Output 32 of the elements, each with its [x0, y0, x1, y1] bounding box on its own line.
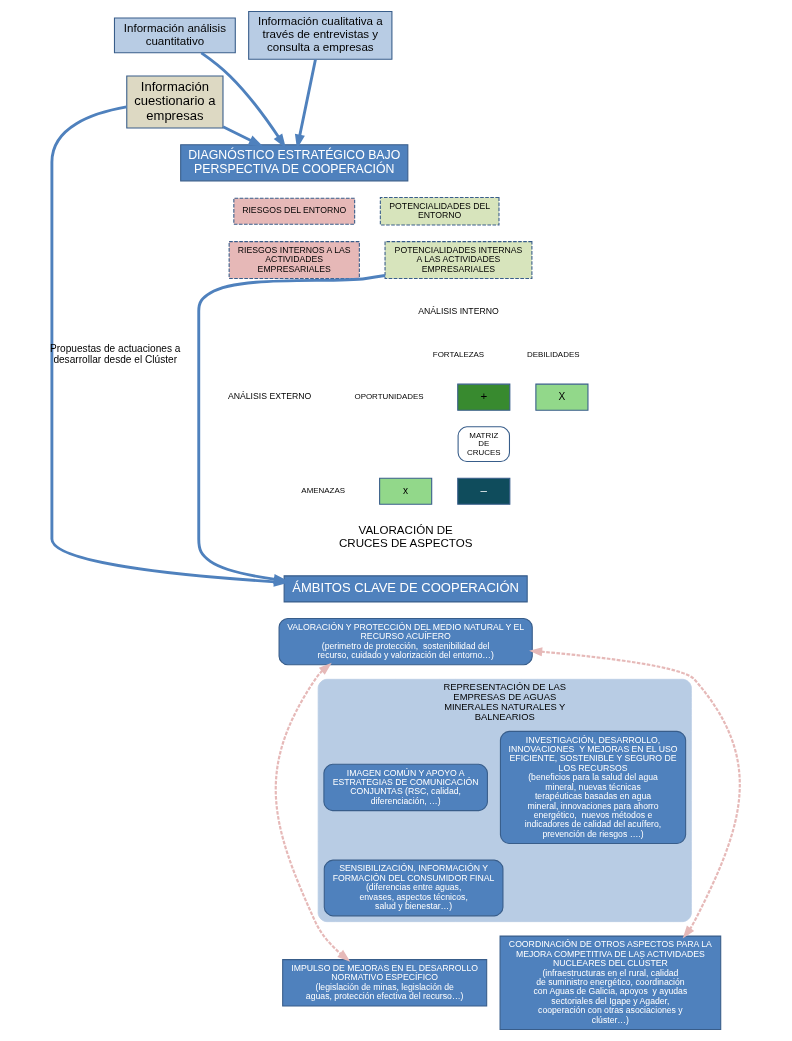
- node-box: MATRIZ DE CRUCES: [457, 426, 510, 463]
- arrow: [200, 51, 286, 149]
- label: DEBILIDADES: [526, 349, 580, 359]
- node-box: RIESGOS DEL ENTORNO: [233, 197, 356, 225]
- node-box: Información cualitativa a través de entrevistas y consulta a empresas: [248, 11, 393, 60]
- node-box: IMPULSO DE MEJORAS EN EL DESARROLLO NORMATIVO ESPECÍFICO (legislación de minas, legislación de aguas, protección efectiva del recurso…): [282, 959, 488, 1007]
- node-box: SENSIBILIZACIÓN, INFORMACIÓN Y FORMACIÓN DEL CONSUMIDOR FINAL (diferencias entre aguas, envases, aspectos técnicos, salud y bienestar…): [323, 859, 504, 917]
- node-box: X: [535, 383, 589, 411]
- label: FORTALEZAS: [432, 349, 485, 359]
- node-box: +: [457, 383, 511, 411]
- node-box: Información cuestionario a empresas: [126, 75, 224, 129]
- arrow: [222, 125, 264, 147]
- node-box: IMAGEN COMÚN Y APOYO A ESTRATEGIAS DE COMUNICACIÓN CONJUNTAS (RSC, calidad, diferenciación, …): [323, 763, 488, 812]
- arrow: [274, 662, 351, 962]
- node-box: COORDINACIÓN DE OTROS ASPECTOS PARA LA MEJORA COMPETITIVA DE LAS ACTIVIDADES NUCLEARES DEL CLÚSTER (infraestructuras en el rural, calidad de suministro energético, coordinación con Aguas de Galicia, apoyos y ayudas sectoriales del Igape y Agader, cooperación con otras asociaciones y clúster…): [499, 935, 722, 1030]
- node-box: ÁMBITOS CLAVE DE COOPERACIÓN: [283, 575, 528, 603]
- node-box: INVESTIGACIÓN, DESARROLLO, INNOVACIONES Y MEJORAS EN EL USO EFICIENTE, SOSTENIBLE Y SEGURO DE LOS RECURSOS (beneficios para la salud del agua mineral, nuevas técnicas terapéuticas basadas en agua mineral, innovaciones para ahorro energético, nuevos métodos e indicadores de calidad del acuífero, prevención de riesgos ….): [499, 730, 687, 845]
- arrow: [529, 647, 741, 939]
- node-box: RIESGOS INTERNOS A LAS ACTIVIDADES EMPRESARIALES: [228, 241, 360, 280]
- label: ANÁLISIS EXTERNO: [227, 391, 312, 402]
- node-box: POTENCIALIDADES DEL ENTORNO: [379, 196, 500, 226]
- node-box: POTENCIALIDADES INTERNAS A LAS ACTIVIDADES EMPRESARIALES: [384, 241, 533, 280]
- node-box: Información análisis cuantitativo: [113, 17, 236, 54]
- label: ANÁLISIS INTERNO: [418, 306, 499, 317]
- label: AMENAZAS: [301, 486, 346, 496]
- node-box: x: [379, 477, 433, 505]
- node-box: –: [457, 477, 511, 505]
- node-box: DIAGNÓSTICO ESTRATÉGICO BAJO PERSPECTIVA DE COOPERACIÓN: [180, 144, 409, 182]
- arrow: [294, 59, 317, 149]
- node-box: VALORACIÓN Y PROTECCIÓN DEL MEDIO NATURAL Y EL RECURSO ACUÍFERO (perimetro de protección, sostenibilidad del recurso, cuidado y valorización del entorno…): [278, 618, 533, 666]
- label: VALORACIÓN DE CRUCES DE ASPECTOS: [338, 524, 473, 550]
- label: OPORTUNIDADES: [354, 392, 424, 402]
